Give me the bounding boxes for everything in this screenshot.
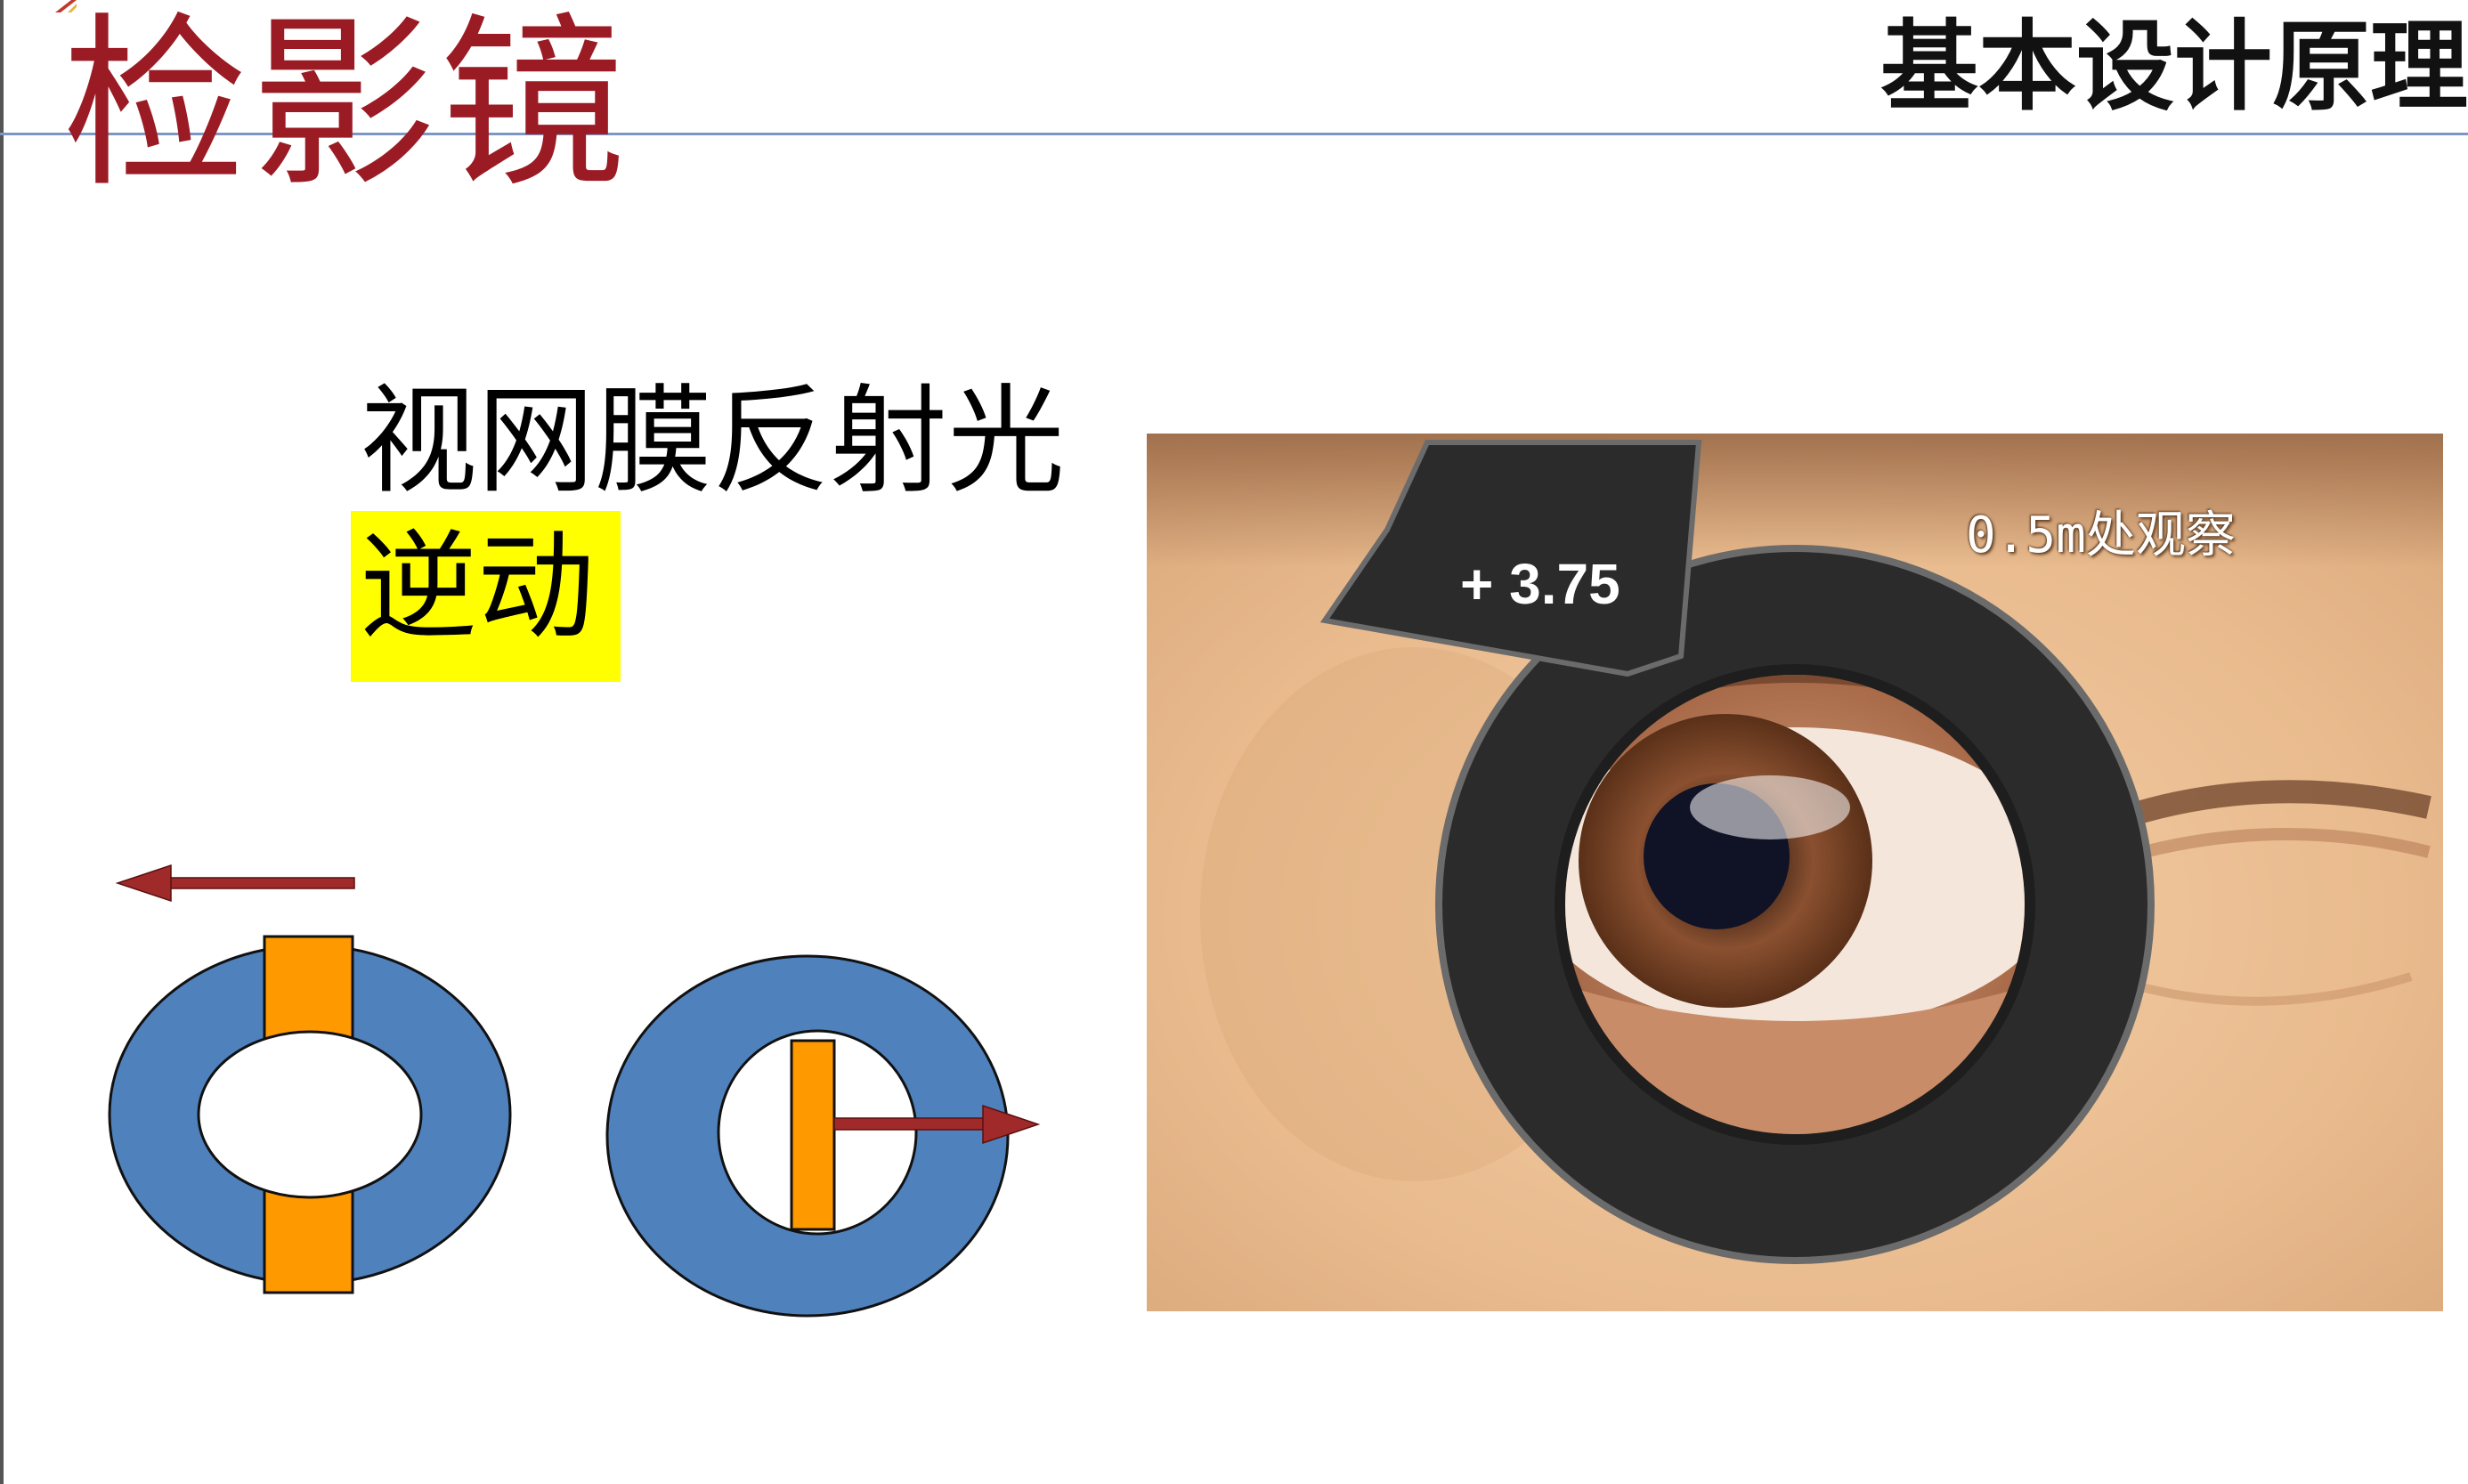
reflex-diagram	[108, 864, 1041, 1318]
left-arrow-icon	[115, 864, 355, 903]
right-arrow-icon	[833, 1104, 1041, 1145]
header-rule	[0, 133, 2468, 135]
ring-right	[605, 954, 1010, 1318]
section-title: 基本设计原理	[1880, 10, 2468, 124]
caption-against-motion: 逆动	[360, 519, 595, 656]
corner-decoration	[55, 0, 77, 12]
ring-left	[108, 935, 512, 1294]
caption-retinal-reflex: 视网膜反射光	[360, 373, 1065, 510]
retinoscopy-photo	[1147, 434, 2443, 1311]
caption-highlight	[351, 511, 621, 682]
lens-power-reading: + 3.75	[1460, 552, 1620, 616]
slide-left-border	[0, 0, 4, 1484]
slide-title: 检影镜	[62, 0, 629, 213]
observation-distance: 0.5m处观察	[1966, 507, 2236, 564]
